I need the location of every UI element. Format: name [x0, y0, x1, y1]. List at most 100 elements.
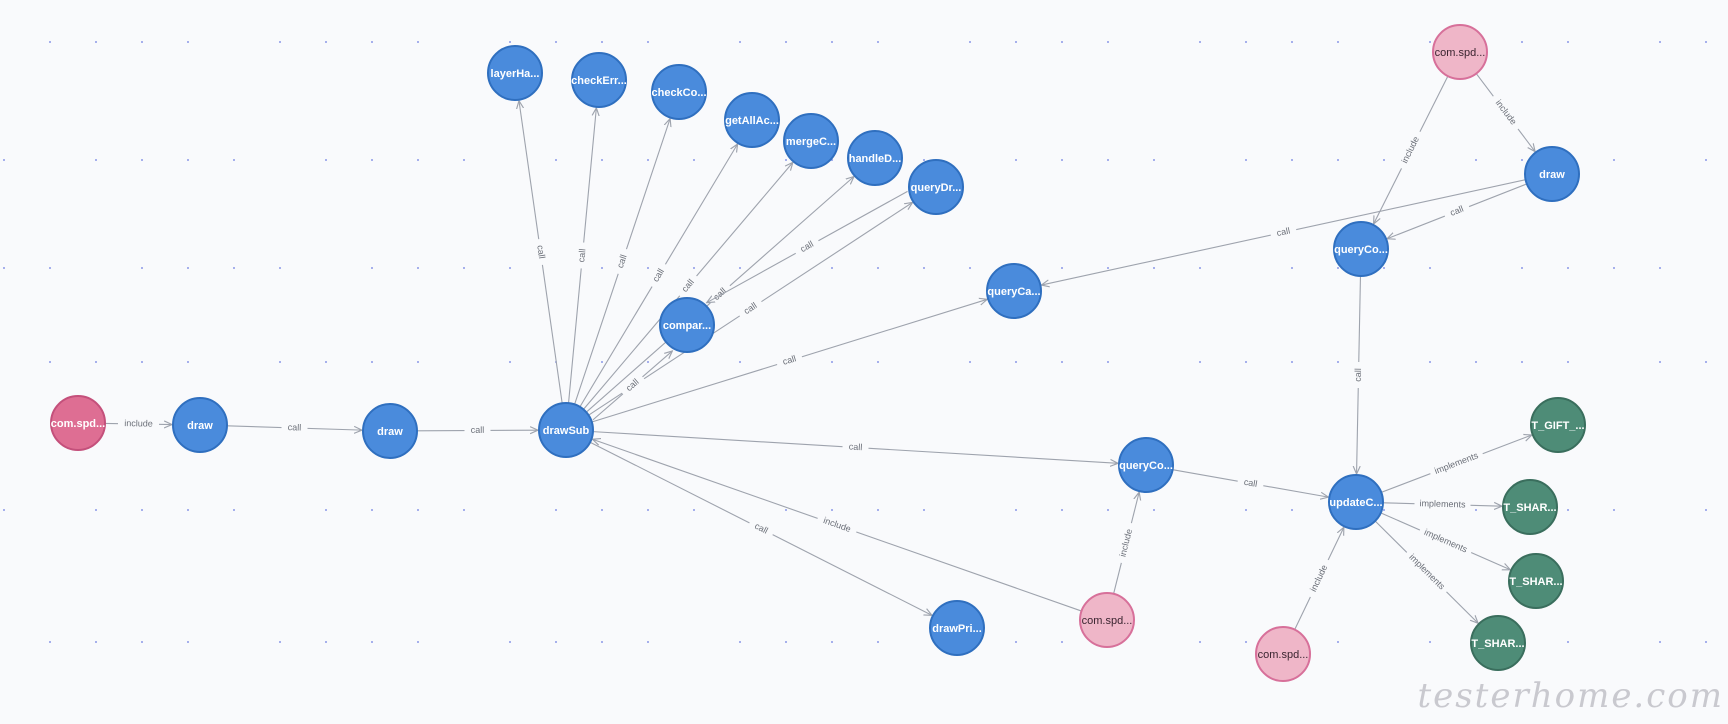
edge-implements: implements — [1381, 435, 1532, 493]
node-circle[interactable] — [783, 113, 839, 169]
node-circle[interactable] — [1328, 474, 1384, 530]
edge-call: call — [591, 299, 987, 423]
node-method-n15[interactable]: draw — [1524, 146, 1580, 202]
edge-include: include — [104, 417, 172, 430]
grid-dot — [1567, 641, 1569, 643]
node-circle[interactable] — [1524, 146, 1580, 202]
grid-dot — [371, 641, 373, 643]
grid-dot — [187, 641, 189, 643]
edge-label: include — [1494, 98, 1519, 127]
node-circle[interactable] — [50, 395, 106, 451]
edge-call: call — [567, 108, 597, 404]
node-circle[interactable] — [1079, 592, 1135, 648]
node-method-n7[interactable]: checkCo... — [651, 64, 707, 120]
node-label: draw — [377, 426, 403, 438]
node-circle[interactable] — [1470, 615, 1526, 671]
node-circle[interactable] — [538, 402, 594, 458]
node-class-n24[interactable]: com.spd... — [1079, 592, 1135, 648]
node-method-n6[interactable]: checkErr... — [571, 52, 627, 108]
node-circle[interactable] — [847, 130, 903, 186]
node-method-n23[interactable]: drawPri... — [929, 600, 985, 656]
node-circle[interactable] — [659, 297, 715, 353]
node-circle[interactable] — [571, 52, 627, 108]
node-method-n8[interactable]: getAllAc... — [724, 92, 780, 148]
node-method-n4[interactable]: drawSub — [538, 402, 594, 458]
node-method-n12[interactable]: compar... — [659, 297, 715, 353]
grid-dot — [555, 641, 557, 643]
edge-label: call — [1276, 225, 1291, 238]
node-circle[interactable] — [1255, 626, 1311, 682]
node-method-n17[interactable]: queryCo... — [1118, 437, 1174, 493]
node-circle[interactable] — [172, 397, 228, 453]
node-class-n14[interactable]: com.spd... — [1432, 24, 1488, 80]
node-label: checkCo... — [651, 87, 706, 99]
node-method-n11[interactable]: queryDr... — [908, 159, 964, 215]
node-circle[interactable] — [487, 45, 543, 101]
grid-dot — [1153, 159, 1155, 161]
edge-call: call — [585, 177, 854, 413]
grid-dot — [279, 41, 281, 43]
node-method-n5[interactable]: layerHa... — [487, 45, 543, 101]
node-circle[interactable] — [362, 403, 418, 459]
edge-call: call — [1172, 469, 1329, 497]
grid-dot — [785, 41, 787, 43]
grid-dot — [279, 361, 281, 363]
edge-implements: implements — [1382, 497, 1502, 511]
grid-dot — [417, 159, 419, 161]
grid-dot — [1291, 361, 1293, 363]
node-table-n19[interactable]: T_GIFT_... — [1530, 397, 1586, 453]
node-table-n22[interactable]: T_SHAR... — [1470, 615, 1526, 671]
node-table-n20[interactable]: T_SHAR... — [1502, 479, 1558, 535]
node-table-n21[interactable]: T_SHAR... — [1508, 553, 1564, 609]
node-method-n2[interactable]: draw — [172, 397, 228, 453]
node-circle[interactable] — [908, 159, 964, 215]
node-circle[interactable] — [1432, 24, 1488, 80]
node-circle[interactable] — [1118, 437, 1174, 493]
grid-dot — [1291, 509, 1293, 511]
grid-dot — [3, 159, 5, 161]
node-circle[interactable] — [651, 64, 707, 120]
edge-label: call — [535, 245, 547, 260]
node-circle[interactable] — [986, 263, 1042, 319]
grid-dot — [233, 159, 235, 161]
edge-label-bg — [117, 417, 160, 430]
node-class_dark-n1[interactable]: com.spd... — [50, 395, 106, 451]
grid-dot — [141, 267, 143, 269]
edge-label-bg — [575, 241, 589, 269]
edge-include: include — [1475, 73, 1535, 152]
grid-dot — [95, 509, 97, 511]
node-method-n9[interactable]: mergeC... — [783, 113, 839, 169]
grid-dot — [1659, 41, 1661, 43]
edge-label: call — [288, 422, 302, 432]
node-method-n13[interactable]: queryCa... — [986, 263, 1042, 319]
node-label: handleD... — [849, 153, 902, 165]
edge-label-bg — [646, 261, 670, 290]
grid-dot — [1705, 641, 1707, 643]
node-label: T_GIFT_... — [1531, 420, 1584, 432]
grid-dot — [1061, 361, 1063, 363]
grid-dot — [969, 267, 971, 269]
grid-dot — [325, 361, 327, 363]
node-method-n10[interactable]: handleD... — [847, 130, 903, 186]
grid-dot — [1567, 361, 1569, 363]
node-method-n18[interactable]: updateC... — [1328, 474, 1384, 530]
node-circle[interactable] — [1530, 397, 1586, 453]
node-class-n25[interactable]: com.spd... — [1255, 626, 1311, 682]
edge-call: call — [707, 190, 908, 302]
node-circle[interactable] — [929, 600, 985, 656]
node-method-n16[interactable]: queryCo... — [1333, 221, 1389, 277]
grid-dot — [1199, 641, 1201, 643]
grid-dot — [325, 159, 327, 161]
node-circle[interactable] — [1333, 221, 1389, 277]
grid-dot — [1107, 267, 1109, 269]
watermark: testerhome.com — [1417, 676, 1724, 716]
grid-dot — [1613, 267, 1615, 269]
grid-dot — [95, 41, 97, 43]
grid-dot — [923, 267, 925, 269]
grid-dot — [739, 361, 741, 363]
node-circle[interactable] — [1502, 479, 1558, 535]
node-method-n3[interactable]: draw — [362, 403, 418, 459]
node-circle[interactable] — [724, 92, 780, 148]
node-circle[interactable] — [1508, 553, 1564, 609]
